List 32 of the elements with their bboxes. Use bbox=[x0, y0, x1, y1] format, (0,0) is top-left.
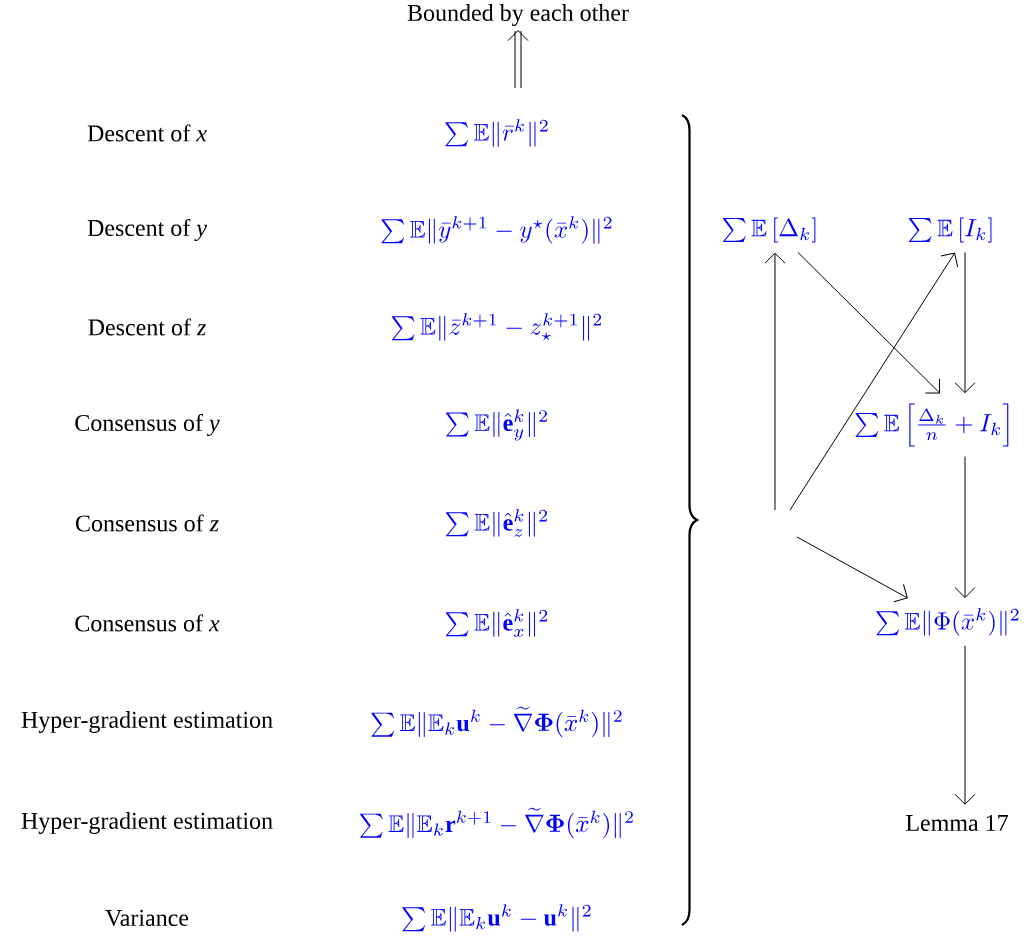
arrow bbox=[789, 252, 959, 511]
formula: $\sum\mathbb{E}\|\hat{\mathbf{e}}_z^k\|^2$ bbox=[446, 509, 547, 537]
formula: $\sum\mathbb{E}\left[\Delta_k\right]$ bbox=[723, 217, 816, 243]
node-text: Bounded by each other bbox=[407, 4, 629, 26]
formula: $\sum\mathbb{E}\|\mathbb{E}_k\mathbf{u}^k-\mathbf{u}^k\|^2$ bbox=[402, 904, 591, 932]
arrow bbox=[764, 252, 786, 511]
formula: $\sum\mathbb{E}\left[I_k\right]$ bbox=[908, 217, 992, 243]
row-label: Hyper-gradient estimation bbox=[21, 711, 273, 733]
formula: $\sum\mathbb{E}\|\bar{y}^{k+1}-y^\star(\bar{x}^k)\|^2$ bbox=[381, 216, 612, 244]
row-label: Consensus of x bbox=[75, 614, 220, 632]
arrow bbox=[797, 252, 940, 394]
row-label: Variance bbox=[105, 909, 189, 927]
arrow bbox=[954, 456, 976, 599]
node-text: Lemma 17 bbox=[906, 814, 1008, 832]
formula: $\sum\mathbb{E}\left[\frac{\Delta_k}{n}+I_k\right]$ bbox=[855, 403, 1009, 447]
formula: $\sum\mathbb{E}\|\hat{\mathbf{e}}_y^k\|^2$ bbox=[446, 409, 547, 441]
arrow bbox=[954, 645, 976, 805]
formula: $\sum\mathbb{E}\|\mathbb{E}_k\mathbf{r}^{k+1}-\widetilde{\nabla}\boldsymbol{\Phi}(\bar{x}^k)\|^2$ bbox=[360, 807, 633, 839]
row-label: Consensus of z bbox=[76, 514, 219, 532]
formula: $\sum\mathbb{E}\|\Phi(\bar{x}^k)\|^2$ bbox=[876, 608, 1019, 636]
arrow bbox=[507, 30, 529, 88]
row-label: Descent of z bbox=[88, 318, 206, 336]
row-label: Descent of x bbox=[87, 124, 207, 142]
formula: $\sum\mathbb{E}\|\hat{\mathbf{e}}_x^k\|^2$ bbox=[445, 609, 548, 637]
row-label: Consensus of y bbox=[75, 413, 220, 437]
row-label: Descent of y bbox=[87, 218, 207, 242]
formula: $\sum\mathbb{E}\|\bar{r}^k\|^2$ bbox=[445, 119, 548, 147]
arrow bbox=[796, 536, 908, 603]
formula: $\sum\mathbb{E}\|\mathbb{E}_k\mathbf{u}^k-\widetilde{\nabla}\boldsymbol{\Phi}(\bar{x}^k)\|^2$ bbox=[371, 706, 622, 738]
row-label: Hyper-gradient estimation bbox=[21, 812, 273, 834]
formula: $\sum\mathbb{E}\|\bar{z}^{k+1}-z_\star^{k+1}\|^2$ bbox=[391, 313, 602, 341]
arrow bbox=[954, 252, 976, 394]
